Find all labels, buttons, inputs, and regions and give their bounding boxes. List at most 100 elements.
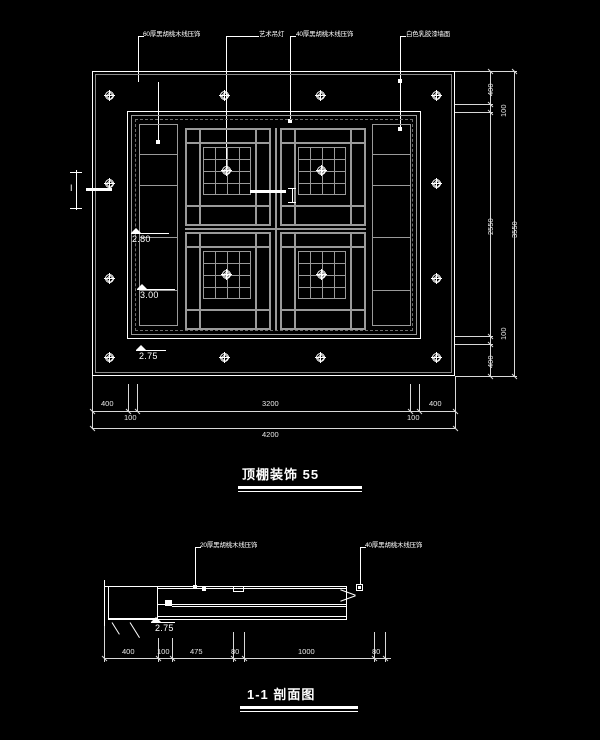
plan-outer-wall [92, 71, 455, 376]
section-dim-ext-4 [244, 632, 245, 662]
coffer-tl-band-right [255, 128, 257, 226]
coffer-bl-band-bottom [185, 309, 271, 311]
downlight-marker-tr [431, 90, 442, 101]
section-ceiling-under-2 [158, 616, 346, 617]
plan-right-panel-div-4 [372, 290, 411, 291]
section-dim-label-5: 80 [372, 647, 381, 656]
dim-label-bottom-0: 400 [101, 399, 114, 408]
downlight-marker-b1 [219, 352, 230, 363]
dim-label-bottom-3: 100 [407, 413, 420, 422]
section-dim-label-3: 80 [231, 647, 240, 656]
callout-leader-v-2 [290, 36, 291, 121]
callout-node-0 [156, 140, 160, 144]
coffer-tl-grid-h1 [203, 159, 251, 160]
plan-callout-label-1: 艺术吊灯 [259, 31, 285, 38]
coffer-br-band-bottom [280, 309, 366, 311]
dim-chain-right-total [514, 71, 515, 376]
pendant-light-bottom-right [316, 269, 327, 280]
section-marker-arm-top [70, 172, 82, 173]
callout-leader-v-3 [400, 36, 401, 131]
section-dim-ext-5 [374, 632, 375, 662]
plan-right-panel-div-3 [372, 237, 411, 238]
plan-callout-label-2: 40厚黑胡桃木线压饰 [296, 31, 354, 38]
dim-ext-bl [92, 376, 93, 428]
plan-left-panel-div-2 [139, 185, 178, 186]
section-dim-chain [104, 658, 391, 659]
downlight-marker-r1 [431, 178, 442, 189]
section-marker-stem [76, 170, 77, 210]
dim-label-bottom-2: 3200 [262, 399, 279, 408]
plan-ceiling-frame-inner2 [135, 119, 413, 331]
dim-ext-b100l2 [137, 384, 138, 412]
dim-chain-bottom-inner [92, 411, 455, 412]
callout-leader-v-0 [138, 36, 139, 82]
dim-ext-b100r [410, 384, 411, 412]
section-dim-ext-1 [158, 638, 159, 662]
section-marker-arm-bottom [70, 208, 82, 209]
center-detail-bar [250, 190, 286, 193]
plan-right-panel-div-2 [372, 185, 411, 186]
pendant-light-top-right [316, 165, 327, 176]
callout-node-3b [398, 127, 402, 131]
downlight-marker-bl [104, 352, 115, 363]
section-callout-leader-v-0 [195, 547, 196, 587]
dim-label-right-0: 400 [486, 83, 495, 96]
section-ceiling-top [104, 586, 346, 587]
section-cut-cap-bottom [288, 202, 296, 203]
plan-title: 顶棚装饰 55 [242, 467, 320, 482]
section-wall-block [108, 586, 158, 619]
section-callout-node-1-fill [358, 586, 361, 589]
section-dim-ext-3 [233, 632, 234, 662]
dim-ext-rt [455, 71, 517, 72]
downlight-marker-t1 [219, 90, 230, 101]
coffer-tr-band-bottom [280, 205, 366, 207]
coffer-tr-band-right [350, 128, 352, 226]
section-dim-label-0: 400 [122, 647, 135, 656]
section-callout-label-1: 40厚黑胡桃木线压饰 [365, 542, 423, 549]
plan-ceiling-frame-outer [127, 111, 421, 339]
section-ceiling-top2 [158, 588, 346, 589]
dim-ext-b100l [128, 384, 129, 412]
section-dim-label-1: 100 [157, 647, 170, 656]
dim-ext-r100t2 [455, 112, 493, 113]
callout-node-3a [398, 79, 402, 83]
coffer-bl-band-top [185, 246, 271, 248]
coffer-tr-grid-h1 [298, 159, 346, 160]
plan-title-underline [238, 486, 362, 489]
elevation-value-2: 3.00 [140, 290, 159, 300]
section-callout-leader-h-1 [360, 547, 366, 548]
coffer-tl-band-left [199, 128, 201, 226]
section-title-underline-thin [240, 711, 358, 712]
section-ceiling-end-v [346, 586, 347, 620]
dim-label-bottom-4: 400 [429, 399, 442, 408]
dim-ext-r100t [455, 104, 493, 105]
dim-label-right-total: 3550 [510, 221, 519, 238]
coffer-panel-top-right [280, 128, 366, 226]
coffer-br-band-left [294, 232, 296, 330]
coffer-tl-band-top [185, 142, 271, 144]
downlight-marker-l1 [104, 178, 115, 189]
downlight-marker-b2 [315, 352, 326, 363]
coffer-bl-grid-h3 [203, 287, 251, 288]
callout-leader-h-0 [138, 36, 144, 37]
section-dim-ext-6 [385, 632, 386, 662]
downlight-marker-t2 [315, 90, 326, 101]
plan-right-panel-strip [372, 124, 411, 326]
section-marker-label: I [70, 183, 73, 193]
dim-chain-right-inner [490, 71, 491, 376]
section-title: 1-1 剖面图 [247, 687, 316, 702]
pendant-light-bottom-left [221, 269, 232, 280]
wall-break-line [86, 188, 112, 191]
section-ceiling-under-3 [108, 619, 346, 620]
section-hatch-2 [129, 622, 140, 639]
section-callout-leader-v-1 [360, 547, 361, 587]
section-callout-node-0 [193, 585, 197, 589]
plan-outer-wall-inner [95, 74, 452, 373]
section-hatch-1 [111, 622, 120, 635]
downlight-marker-l2 [104, 273, 115, 284]
coffer-tr-grid-h3 [298, 183, 346, 184]
section-callout-leader-h-0 [195, 547, 201, 548]
dim-ext-b100r2 [419, 384, 420, 412]
dim-label-right-2: 2550 [486, 218, 495, 235]
